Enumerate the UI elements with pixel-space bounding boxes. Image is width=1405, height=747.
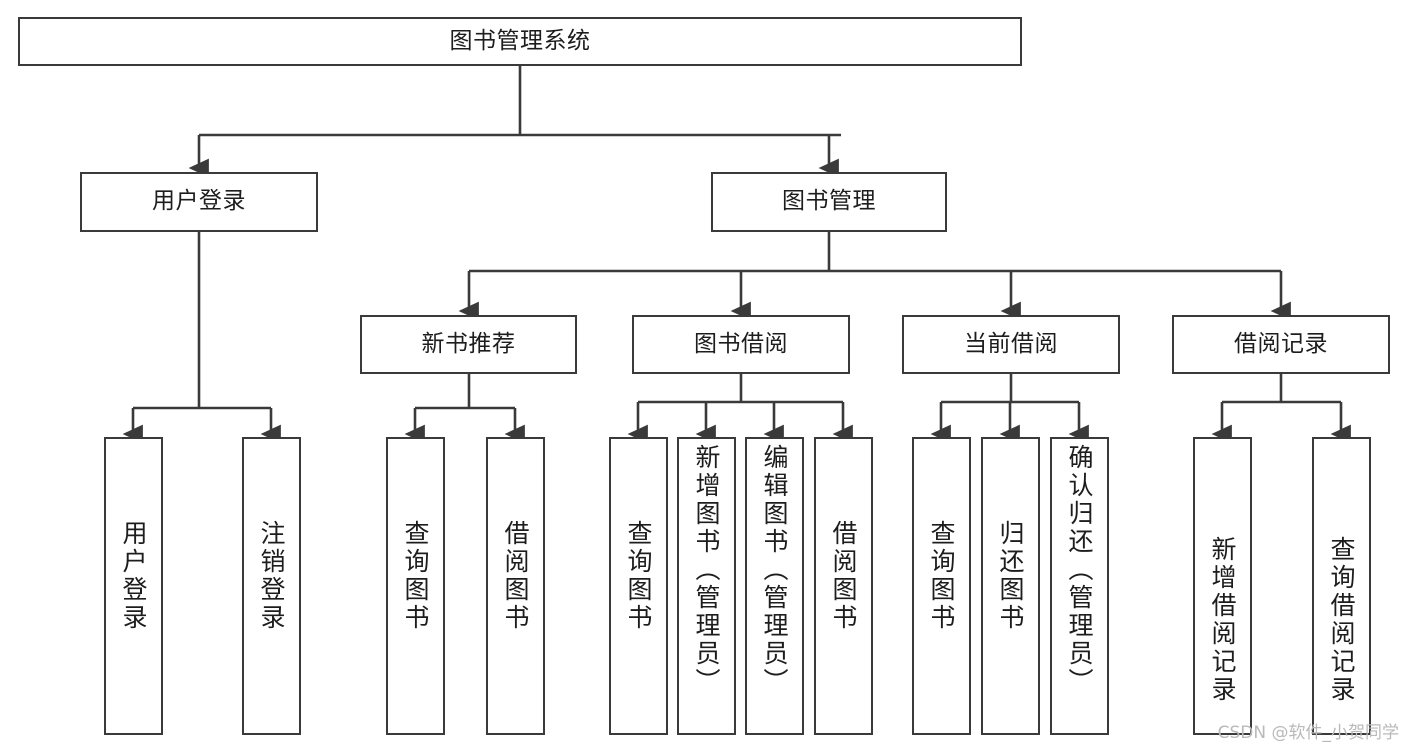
- node-user-login-label: 用户登录: [152, 188, 246, 215]
- node-leaf-return-book[interactable]: 归还图书: [981, 437, 1040, 735]
- node-borrow-record-label: 借阅记录: [1234, 330, 1328, 357]
- node-leaf-return-book-label: 归还图书: [996, 520, 1025, 632]
- node-leaf-add-record-label: 新增借阅记录: [1208, 536, 1237, 704]
- node-leaf-user-login[interactable]: 用户登录: [104, 437, 163, 735]
- node-leaf-query-record[interactable]: 查询借阅记录: [1312, 437, 1371, 735]
- node-leaf-logout[interactable]: 注销登录: [242, 437, 301, 735]
- node-leaf-edit-book-label: 编辑图书（管理员）: [760, 444, 789, 696]
- node-leaf-logout-label: 注销登录: [257, 520, 286, 632]
- node-borrow-record[interactable]: 借阅记录: [1172, 315, 1390, 374]
- node-current-borrow-label: 当前借阅: [964, 330, 1058, 357]
- node-leaf-confirm-return-label: 确认归还（管理员）: [1065, 444, 1094, 696]
- node-leaf-edit-book[interactable]: 编辑图书（管理员）: [745, 437, 804, 735]
- node-book-borrow-label: 图书借阅: [694, 330, 788, 357]
- node-root-label: 图书管理系统: [449, 27, 591, 54]
- node-leaf-add-book[interactable]: 新增图书（管理员）: [677, 437, 736, 735]
- node-leaf-query-book-3[interactable]: 查询图书: [912, 437, 971, 735]
- node-leaf-borrow-book-2-label: 借阅图书: [829, 520, 858, 632]
- node-current-borrow[interactable]: 当前借阅: [902, 315, 1120, 374]
- node-leaf-query-book-2[interactable]: 查询图书: [609, 437, 668, 735]
- csdn-watermark: CSDN @软件_小贺同学: [1217, 723, 1399, 743]
- node-user-login[interactable]: 用户登录: [80, 172, 318, 232]
- node-leaf-user-login-label: 用户登录: [119, 520, 148, 632]
- node-book-borrow[interactable]: 图书借阅: [632, 315, 850, 374]
- node-leaf-confirm-return[interactable]: 确认归还（管理员）: [1050, 437, 1109, 735]
- node-leaf-query-book-2-label: 查询图书: [624, 520, 653, 632]
- node-leaf-borrow-book-2[interactable]: 借阅图书: [814, 437, 873, 735]
- node-new-book-rec[interactable]: 新书推荐: [360, 315, 577, 374]
- node-leaf-query-record-label: 查询借阅记录: [1327, 536, 1356, 704]
- node-new-book-rec-label: 新书推荐: [421, 330, 516, 357]
- node-root[interactable]: 图书管理系统: [18, 17, 1022, 66]
- node-book-manage[interactable]: 图书管理: [711, 172, 947, 232]
- node-leaf-borrow-book-1-label: 借阅图书: [501, 520, 530, 632]
- node-leaf-query-book-1[interactable]: 查询图书: [386, 437, 445, 735]
- node-leaf-query-book-1-label: 查询图书: [401, 520, 430, 632]
- node-leaf-add-book-label: 新增图书（管理员）: [692, 444, 721, 696]
- node-leaf-add-record[interactable]: 新增借阅记录: [1193, 437, 1252, 735]
- node-leaf-borrow-book-1[interactable]: 借阅图书: [486, 437, 545, 735]
- node-book-manage-label: 图书管理: [782, 188, 876, 215]
- node-leaf-query-book-3-label: 查询图书: [927, 520, 956, 632]
